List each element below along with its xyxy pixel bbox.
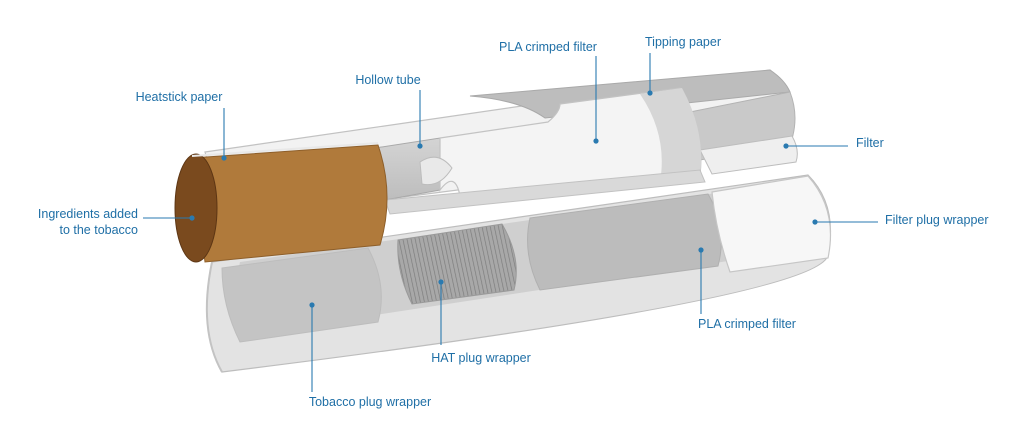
- label-tobacco-plug-wrapper: Tobacco plug wrapper: [309, 395, 431, 409]
- lower-shell-rim: [205, 261, 223, 373]
- dot-tipping-paper: [647, 90, 653, 96]
- heatstick-paper-edge: [191, 142, 379, 157]
- tobacco-plug: [174, 142, 388, 263]
- dot-tobacco-plug-wrapper: [309, 302, 315, 308]
- filter-plug-wrapper-segment: [711, 175, 832, 273]
- tobacco-plug-end: [174, 153, 218, 263]
- label-filter: Filter: [856, 136, 884, 150]
- dot-heatstick-paper: [221, 155, 227, 161]
- tobacco-plug-body: [191, 144, 388, 263]
- label-pla-crimped-filter-bottom: PLA crimped filter: [698, 317, 796, 331]
- label-ingredients-line1: Ingredients added: [38, 207, 138, 221]
- label-pla-crimped-filter-top: PLA crimped filter: [499, 40, 597, 54]
- dot-filter: [783, 143, 789, 149]
- hat-plug-wrapper-segment: [397, 223, 517, 305]
- lower-wrapper-shell: [205, 174, 832, 373]
- tobacco-plug-wrapper-segment: [221, 247, 382, 343]
- label-filter-plug-wrapper: Filter plug wrapper: [885, 213, 989, 227]
- pla-filter-upper-shade: [640, 88, 702, 182]
- filter-end-piece: [699, 135, 798, 175]
- leader-dots: [189, 90, 818, 308]
- dot-hollow-tube: [417, 143, 423, 149]
- dot-hat-plug-wrapper: [438, 279, 444, 285]
- leader-lines: [143, 53, 878, 392]
- label-heatstick-paper: Heatstick paper: [136, 90, 223, 104]
- label-tipping-paper: Tipping paper: [645, 35, 721, 49]
- dot-pla-top: [593, 138, 599, 144]
- hollow-tube-neck: [419, 156, 453, 186]
- label-hat-plug-wrapper: HAT plug wrapper: [431, 351, 531, 365]
- label-ingredients-line2: to the tobacco: [59, 223, 138, 237]
- labels: Heatstick paper Hollow tube PLA crimped …: [38, 35, 989, 409]
- dot-pla-bottom: [698, 247, 704, 253]
- upper-tube-lower-lip: [384, 169, 706, 215]
- dot-filter-plug-wrapper: [812, 219, 818, 225]
- dot-ingredients: [189, 215, 195, 221]
- label-hollow-tube: Hollow tube: [355, 73, 420, 87]
